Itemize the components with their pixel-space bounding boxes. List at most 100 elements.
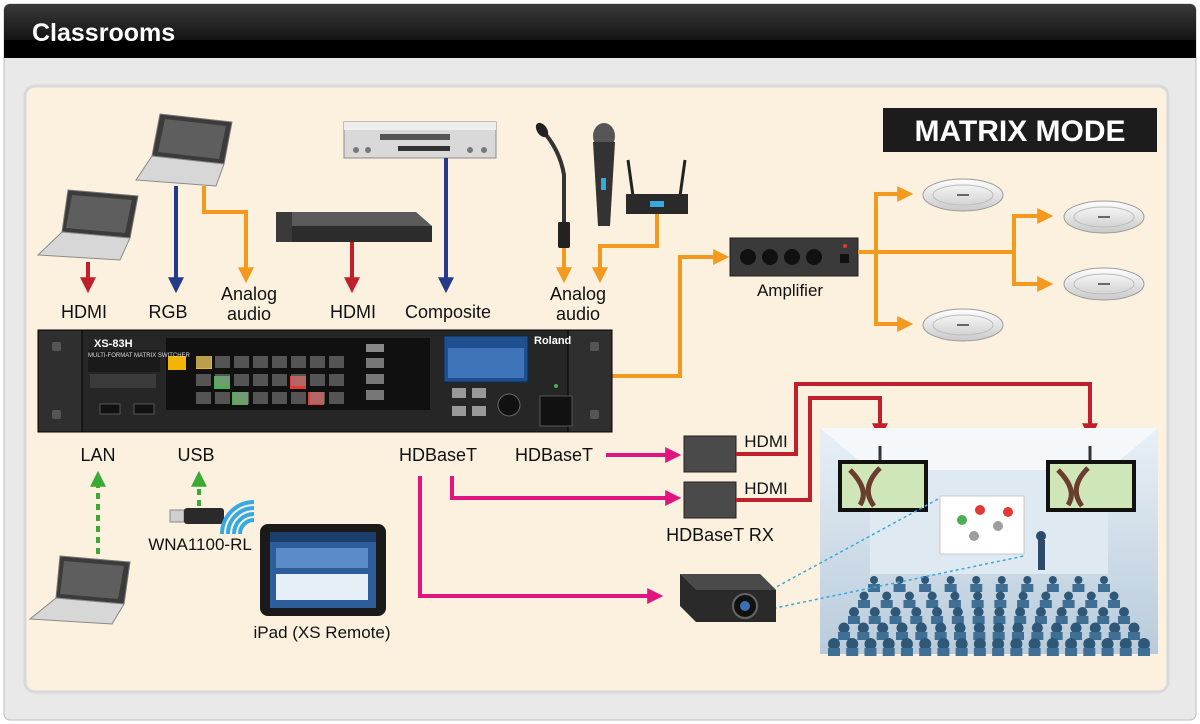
audience-member xyxy=(946,576,955,584)
matrix-button xyxy=(234,374,249,386)
audience-seat xyxy=(1118,616,1130,624)
audience-seat xyxy=(882,648,895,656)
usb-adapter-icon xyxy=(169,508,224,524)
matrix-button xyxy=(253,374,268,386)
audience-member xyxy=(895,576,904,584)
audience-member xyxy=(973,607,984,617)
audience-seat xyxy=(896,632,908,640)
audience-member xyxy=(973,638,986,650)
audience-member xyxy=(995,591,1005,601)
audience-member xyxy=(846,638,859,650)
audience-member xyxy=(1028,638,1041,650)
audience-seat xyxy=(926,600,939,608)
laptop-rgb-icon xyxy=(135,113,233,187)
audience-seat xyxy=(995,584,1008,592)
amplifier-icon xyxy=(729,237,859,277)
matrix-button xyxy=(310,392,325,404)
label-lan: LAN xyxy=(80,445,115,465)
audience-member xyxy=(904,591,914,601)
audience-seat xyxy=(1031,632,1044,640)
label-hdbaset-1: HDBaseT xyxy=(399,445,477,465)
audience-seat xyxy=(1070,632,1082,640)
audience-seat xyxy=(955,648,968,656)
audience-member xyxy=(882,638,895,650)
audience-seat xyxy=(1119,648,1132,656)
matrix-switcher-device xyxy=(37,329,613,433)
audience-seat xyxy=(910,616,923,624)
mode-badge xyxy=(883,108,1157,152)
audience-seat xyxy=(858,600,870,608)
arrow-hdmi-display-left xyxy=(736,396,888,502)
label-laptop-rgb: RGB xyxy=(148,302,187,322)
audience-seat xyxy=(970,584,983,592)
matrix-button xyxy=(291,374,306,386)
projector-icon xyxy=(680,497,1025,622)
label-rx-hdmi-1: HDMI xyxy=(744,432,787,451)
wifi-icon xyxy=(220,500,255,535)
wireless-receiver-icon xyxy=(626,159,688,214)
audience-member xyxy=(950,591,960,601)
switcher-brand: Roland xyxy=(534,335,571,347)
audience-seat xyxy=(1076,616,1089,624)
label-hdbaset-2: HDBaseT xyxy=(515,445,593,465)
matrix-button xyxy=(253,356,268,368)
display-right-icon xyxy=(1046,446,1136,512)
audience-seat xyxy=(1138,648,1150,656)
audience-member xyxy=(890,607,901,617)
matrix-button xyxy=(291,356,306,368)
audience-seat xyxy=(848,616,860,624)
audience-seat xyxy=(889,616,902,624)
label-laptop-hdmi: HDMI xyxy=(61,302,107,322)
matrix-button xyxy=(291,392,306,404)
mode-badge-text: MATRIX MODE xyxy=(914,115,1125,148)
audience-member xyxy=(1012,622,1024,634)
matrix-button xyxy=(215,356,230,368)
arrow-hdmi-display-right xyxy=(736,382,1098,456)
audience-member xyxy=(1086,591,1096,601)
audience-member xyxy=(911,607,922,617)
audience-seat xyxy=(1085,600,1098,608)
audience-member xyxy=(849,607,859,617)
audience-member xyxy=(1018,591,1028,601)
audience-member xyxy=(1065,638,1078,650)
audience-member xyxy=(1109,622,1121,634)
arrow-audio-1 xyxy=(202,186,254,284)
audience-member xyxy=(937,638,950,650)
audience-member xyxy=(828,638,840,650)
display-left-icon xyxy=(838,446,928,512)
matrix-button xyxy=(196,356,211,368)
audience-member xyxy=(869,607,880,617)
audience-member xyxy=(919,638,932,650)
audience-seat xyxy=(973,648,986,656)
label-vcr-composite: Composite xyxy=(405,302,491,322)
audience-member xyxy=(1128,622,1140,634)
label-rx-hdmi-2: HDMI xyxy=(744,479,787,498)
arrow-switcher-amplifier xyxy=(612,249,730,378)
audience-member xyxy=(952,607,963,617)
audience-member xyxy=(921,576,930,584)
audience-member xyxy=(1101,638,1114,650)
audience-member xyxy=(1119,638,1132,650)
audience-seat xyxy=(994,600,1007,608)
audience-seat xyxy=(915,632,928,640)
audience-member xyxy=(1048,576,1057,584)
audience-seat xyxy=(1017,600,1030,608)
audience-member xyxy=(927,591,937,601)
audience-member xyxy=(955,638,968,650)
matrix-button xyxy=(272,392,287,404)
audience-seat xyxy=(1021,584,1034,592)
matrix-button xyxy=(272,356,287,368)
label-analog-audio-1-line2: audio xyxy=(227,304,271,324)
audience-seat xyxy=(1098,584,1110,592)
audience-seat xyxy=(1010,648,1023,656)
ipad-icon xyxy=(260,524,386,616)
audience-member xyxy=(1138,638,1150,650)
audience-member xyxy=(1119,607,1129,617)
label-amplifier: Amplifier xyxy=(757,281,823,300)
audience-member xyxy=(870,576,878,584)
audience-member xyxy=(857,622,869,634)
ceiling-speaker-icon xyxy=(1063,267,1145,301)
audience-seat xyxy=(973,632,986,640)
label-analog-audio-2-line2: audio xyxy=(556,304,600,324)
